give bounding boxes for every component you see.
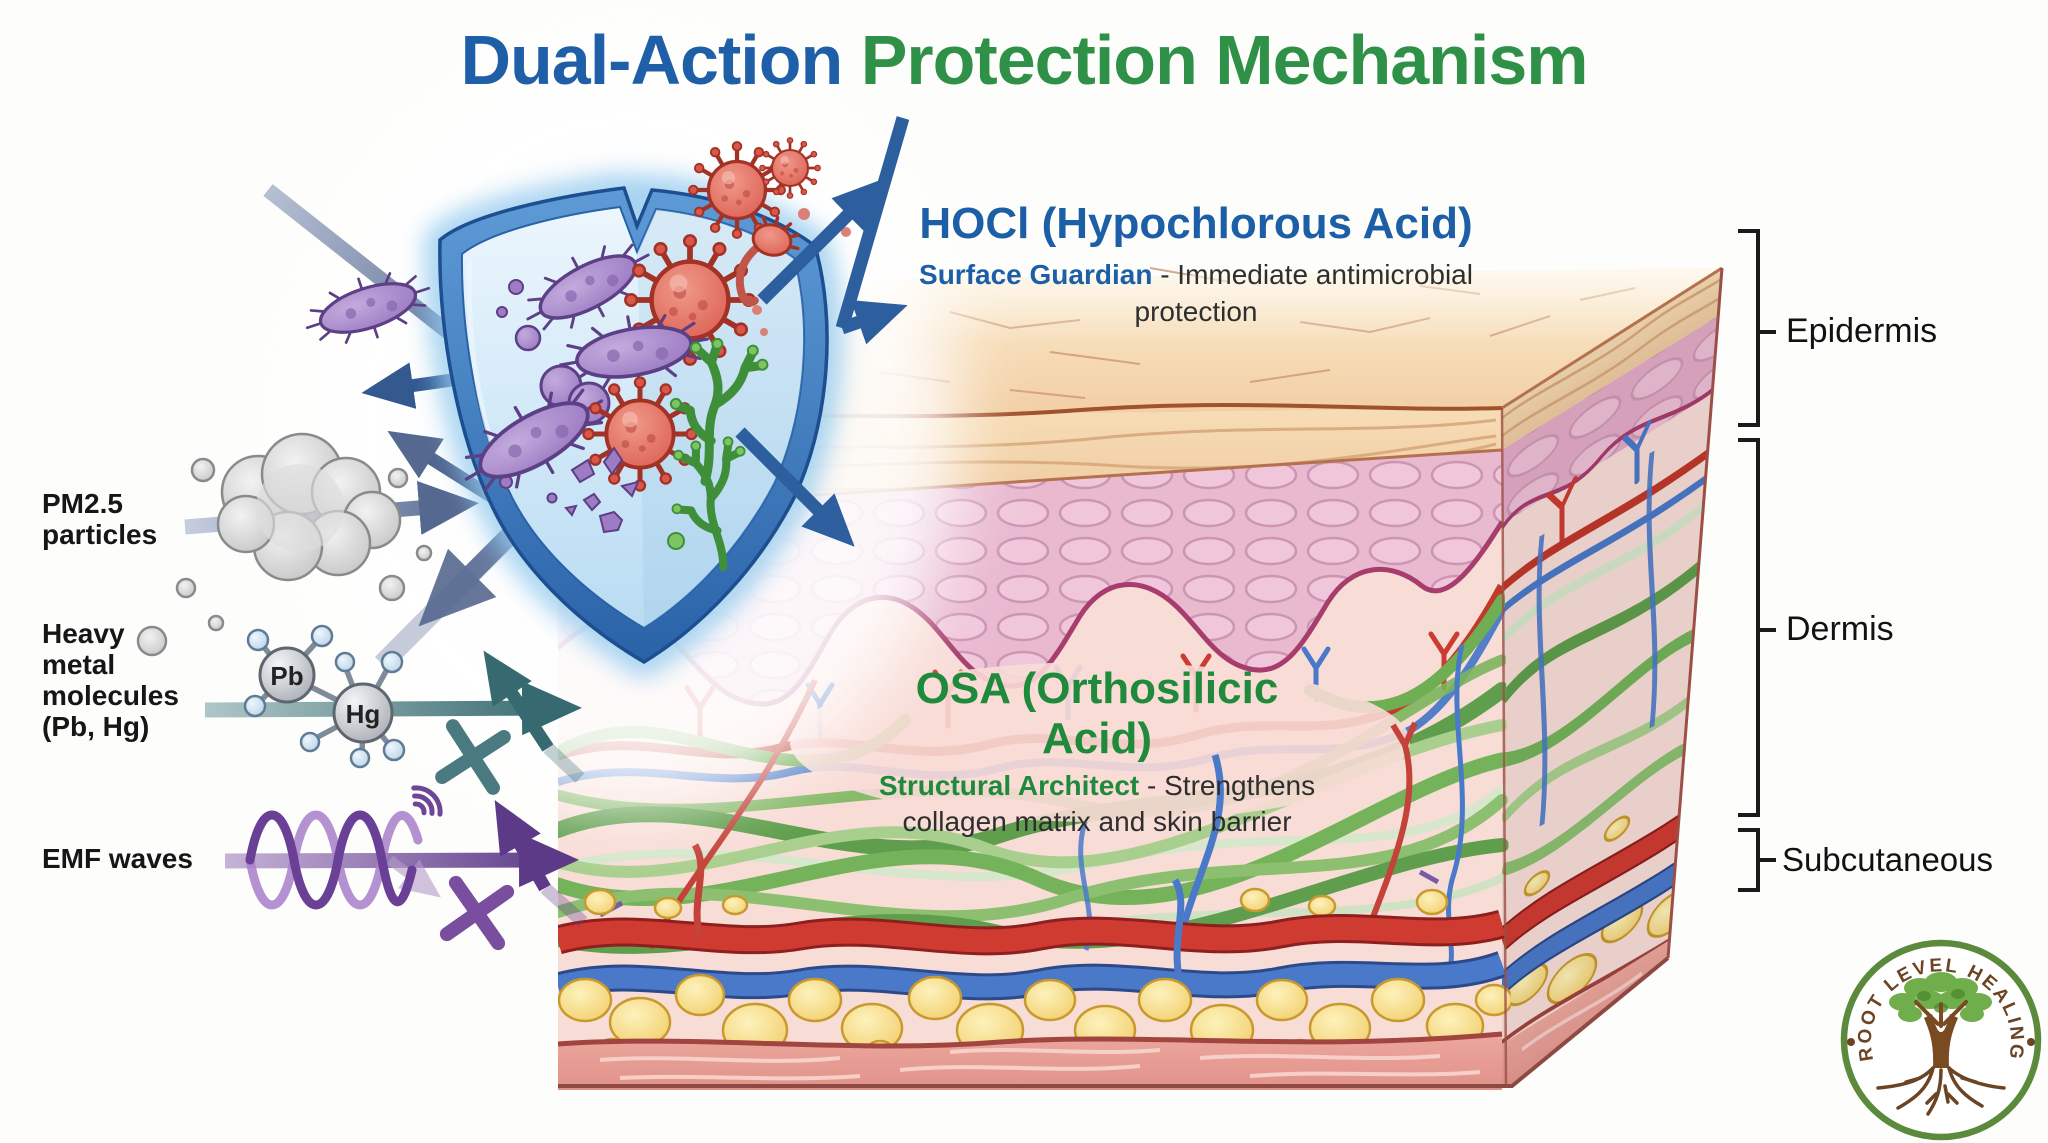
penetrate-arrow-down [735,427,855,547]
brand-logo: ROOT LEVEL HEALING [1840,939,2042,1141]
skin-front-face [558,408,1512,1090]
tree-trunk [1924,1014,1958,1068]
shield-pathogens [445,224,770,575]
label-dermis: Dermis [1786,610,1894,648]
molecule-satellite-atoms [243,624,406,769]
skin-cross-section [557,266,1724,1090]
label-emf-waves: EMF waves [42,843,193,874]
title-part-blue: Dual-Action [460,21,843,99]
skin-block-bottom-edge [558,956,1670,1088]
emf-deflect-arrow [494,799,551,892]
page-title: Dual-Action Protection Mechanism [0,20,2048,100]
expelled-pathogen-icon [735,215,800,307]
emf-waves-icon [245,785,443,910]
fat-globules-upper [583,887,1449,920]
label-subcutaneous: Subcutaneous [1782,841,1994,878]
hg-label: Hg [346,699,381,729]
heavy-metal-molecules: Pb Hg [243,624,406,769]
protection-shield [424,171,843,680]
external-pathogens [296,136,851,359]
hocl-action-arrows [735,116,910,547]
muscle-striations [599,1048,1481,1081]
heavy-metal-deflect-arrow [483,650,554,752]
bounce-arrow [839,300,908,345]
logo-tree-icon [1876,972,2006,1116]
pb-atom [258,646,316,704]
expel-arrow-up [757,178,885,305]
layer-brackets [1738,229,1776,892]
hocl-annotation: HOCl (Hypochlorous Acid) Surface Guardia… [906,198,1486,330]
hocl-role: Surface Guardian [919,259,1153,290]
pm25-cloud-icon [136,432,433,657]
hocl-heading: HOCl (Hypochlorous Acid) [919,199,1473,248]
heavy-metal-block-x-icon [435,719,511,795]
virus-debris-dots [752,208,851,336]
osa-description: Structural Architect - Strengthens colla… [878,770,1316,837]
tree-roots [1876,1066,2006,1116]
subcutaneous-bracket [1738,828,1776,892]
signal-waves-icon [411,785,443,817]
dermis-bracket [1738,438,1776,817]
label-epidermis: Epidermis [1786,312,1938,350]
osa-annotation: OSA (Orthosilicic Acid) Structural Archi… [857,664,1337,840]
artery [558,912,1506,953]
incoming-arrow-top [835,116,910,330]
hocl-description: Surface Guardian - Immediate antimicrobi… [919,259,1473,327]
epidermis-bracket [1738,229,1776,427]
hg-atom [332,682,394,744]
label-heavy-metal-molecules: Heavy metal molecules (Pb, Hg) [42,618,179,742]
pb-label: Pb [270,661,303,691]
shattered-pathogen-fragments [546,446,640,534]
osa-heading: OSA (Orthosilicic Acid) [915,664,1279,763]
title-part-green: Protection Mechanism [860,21,1589,99]
osa-role: Structural Architect [878,770,1140,801]
osa-text-backdrop [790,662,1410,822]
emf-block-x-icon [439,875,515,951]
label-pm25-particles: PM2.5 particles [42,488,158,550]
